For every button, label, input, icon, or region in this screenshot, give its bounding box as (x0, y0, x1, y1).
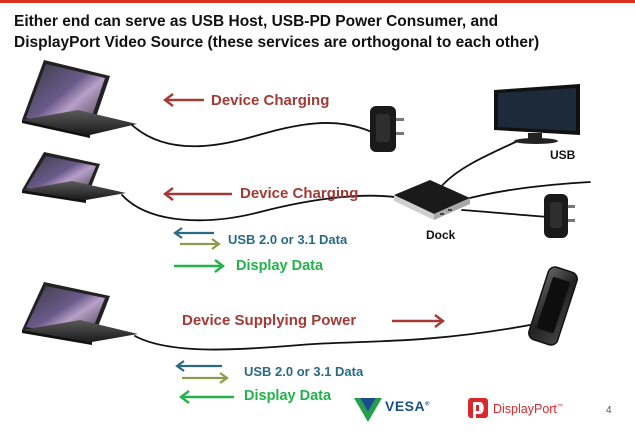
displayport-logo-icon (468, 398, 488, 418)
cable-dock-usb (461, 181, 591, 201)
arrow-usb-right-3 (182, 372, 229, 384)
arrow-usb-right-2 (180, 238, 221, 250)
cable-laptop2-dock (121, 194, 413, 222)
cable-dock-monitor (439, 139, 521, 189)
cable-dock-charger (461, 209, 551, 218)
vesa-logo-icon (354, 398, 382, 422)
dock-icon (394, 180, 470, 220)
page-number: 4 (606, 405, 612, 416)
wall-charger-2-icon (544, 194, 575, 238)
slide-title-line-1: Either end can serve as USB Host, USB-PD… (14, 13, 499, 30)
wall-charger-1-icon (370, 106, 404, 152)
laptop-2-icon (22, 152, 126, 203)
device-charging-label-2: Device Charging (240, 185, 359, 202)
device-supplying-power-label: Device Supplying Power (182, 312, 357, 329)
arrow-charging-1 (163, 93, 204, 107)
vesa-logo-text: VESA® (385, 398, 431, 414)
displayport-logo-text: DisplayPort™ (493, 402, 563, 416)
monitor-icon (494, 84, 580, 144)
arrow-display-2 (174, 259, 225, 273)
usb-port-label: USB (550, 148, 576, 162)
cable-laptop3-phone (134, 324, 531, 351)
display-data-label-3: Display Data (244, 388, 332, 404)
display-data-label-2: Display Data (236, 258, 324, 274)
cable-laptop1-charger (131, 122, 379, 148)
usb-data-label-2: USB 2.0 or 3.1 Data (228, 232, 348, 247)
arrow-supplying-power (392, 314, 445, 328)
slide-title-line-2: DisplayPort Video Source (these services… (14, 34, 540, 51)
usb-data-label-3: USB 2.0 or 3.1 Data (244, 364, 364, 379)
arrow-display-3 (179, 390, 234, 404)
device-charging-label-1: Device Charging (211, 92, 330, 109)
arrow-charging-2 (163, 187, 232, 201)
dock-label: Dock (426, 228, 456, 242)
arrow-usb-left-3 (175, 360, 222, 372)
phone-icon (528, 266, 578, 346)
arrow-usb-left-2 (173, 227, 214, 239)
slide-title: Either end can serve as USB Host, USB-PD… (14, 11, 614, 53)
laptop-1-icon (22, 60, 137, 138)
title-accent-line (0, 0, 635, 3)
laptop-3-icon (22, 282, 138, 345)
